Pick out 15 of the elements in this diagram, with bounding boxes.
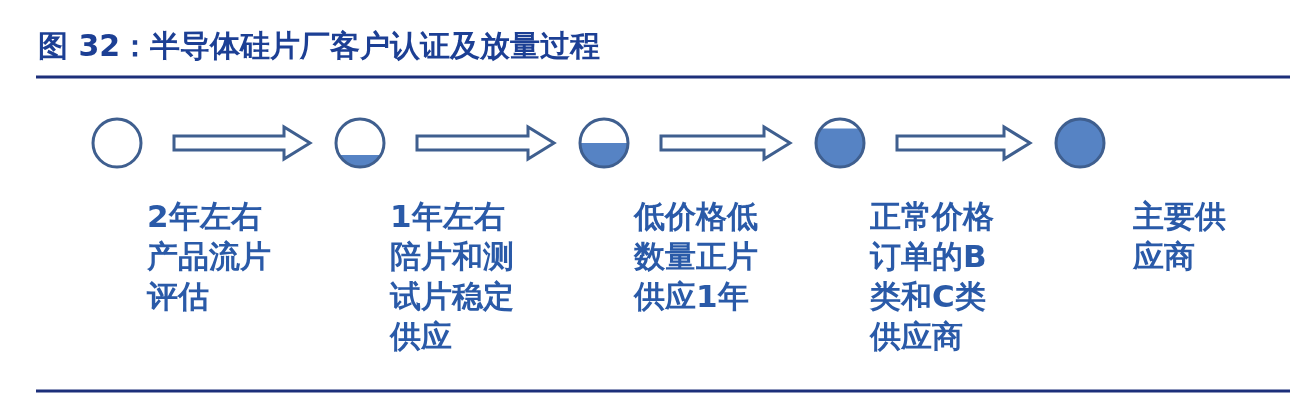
status-circle xyxy=(578,117,630,169)
status-circle xyxy=(1054,117,1106,169)
edge-label: 正常价格订单的B类和C类供应商 xyxy=(870,197,995,356)
block-arrow xyxy=(895,124,1033,162)
status-circle xyxy=(814,117,866,169)
title: 图 32：半导体硅片厂客户认证及放量过程 xyxy=(38,27,601,65)
block-arrow xyxy=(172,124,313,162)
edge-label: 1年左右陪片和测试片稳定供应 xyxy=(390,197,515,356)
block-arrow xyxy=(659,124,793,162)
status-circle xyxy=(91,117,143,169)
node-caption: 主要供应商 xyxy=(1133,197,1227,276)
edge-label: 2年左右产品流片评估 xyxy=(147,197,272,316)
block-arrow xyxy=(415,124,557,162)
edge-label: 低价格低数量正片供应1年 xyxy=(634,197,759,316)
status-circle xyxy=(334,117,386,169)
